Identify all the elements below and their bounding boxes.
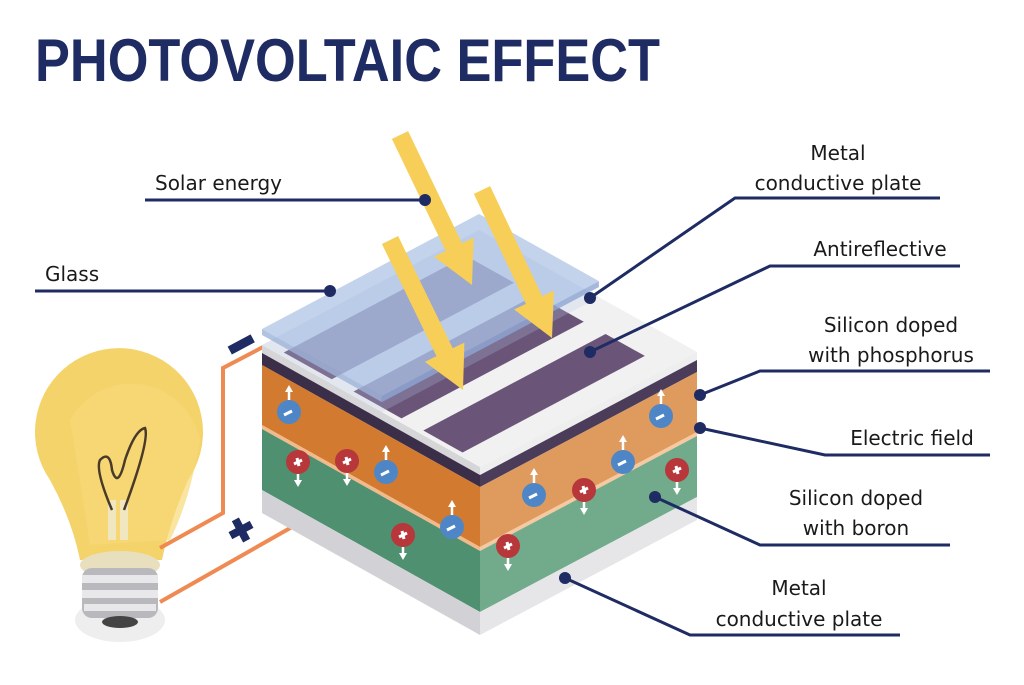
sunlight-arrow-icon (473, 186, 554, 338)
phosphorus-layer-left-face (262, 365, 480, 547)
hole-icon (496, 534, 520, 571)
metal-plate-top-side-left-face (262, 345, 480, 475)
boron-layer-right-face (480, 436, 697, 612)
solar-cell (262, 131, 697, 635)
electric-field-junction-left-face (262, 425, 480, 551)
antireflective-strip (423, 333, 645, 453)
leader-lines (35, 196, 990, 637)
hole-icon (572, 478, 596, 515)
antireflective-strip (353, 294, 584, 419)
sunlight-arrow-icon (381, 236, 465, 390)
hole-icon (335, 449, 359, 486)
electron-icon (277, 385, 301, 424)
electron-icon (440, 500, 464, 539)
label-antireflective: Antireflective (813, 237, 946, 261)
sunlight-arrow-icon (391, 131, 474, 285)
electron-icon (522, 468, 546, 507)
glass-edge-left (262, 329, 382, 403)
positive-wire (159, 525, 293, 604)
label-solar-energy: Solar energy (155, 171, 282, 195)
page-title: PHOTOVOLTAIC EFFECT (35, 27, 660, 94)
hole-icon (665, 458, 689, 495)
negative-terminal-icon (227, 334, 255, 355)
label-phosphorus-line1: Silicon doped (824, 313, 958, 337)
label-glass: Glass (45, 262, 99, 286)
negative-wire (159, 345, 264, 550)
label-metal-top-line1: Metal (810, 141, 865, 165)
hole-icon (391, 523, 415, 560)
label-boron-line2: with boron (803, 516, 909, 540)
label-boron-line1: Silicon doped (789, 486, 923, 510)
label-phosphorus-line2: with phosphorus (808, 343, 974, 367)
antireflective-side-right-face (480, 360, 697, 487)
electron-icon (611, 435, 635, 474)
label-metal-bottom-line1: Metal (771, 576, 826, 600)
light-bulb (35, 348, 204, 642)
label-metal-top-line2: conductive plate (755, 171, 922, 195)
electron-icon (649, 389, 673, 428)
boron-layer-left-face (262, 429, 480, 612)
antireflective-side-left-face (262, 353, 480, 487)
leader-dots (324, 194, 706, 584)
label-electric-field: Electric field (850, 426, 974, 450)
label-metal-bottom-line2: conductive plate (716, 607, 883, 631)
metal-plate-top-side-right-face (480, 352, 697, 475)
positive-terminal-icon (228, 517, 254, 543)
hole-icon (286, 450, 310, 487)
electron-icon (374, 445, 398, 484)
metal-plate-bottom-left-face (262, 490, 480, 635)
metal-plate-bottom-right-face (480, 497, 697, 635)
